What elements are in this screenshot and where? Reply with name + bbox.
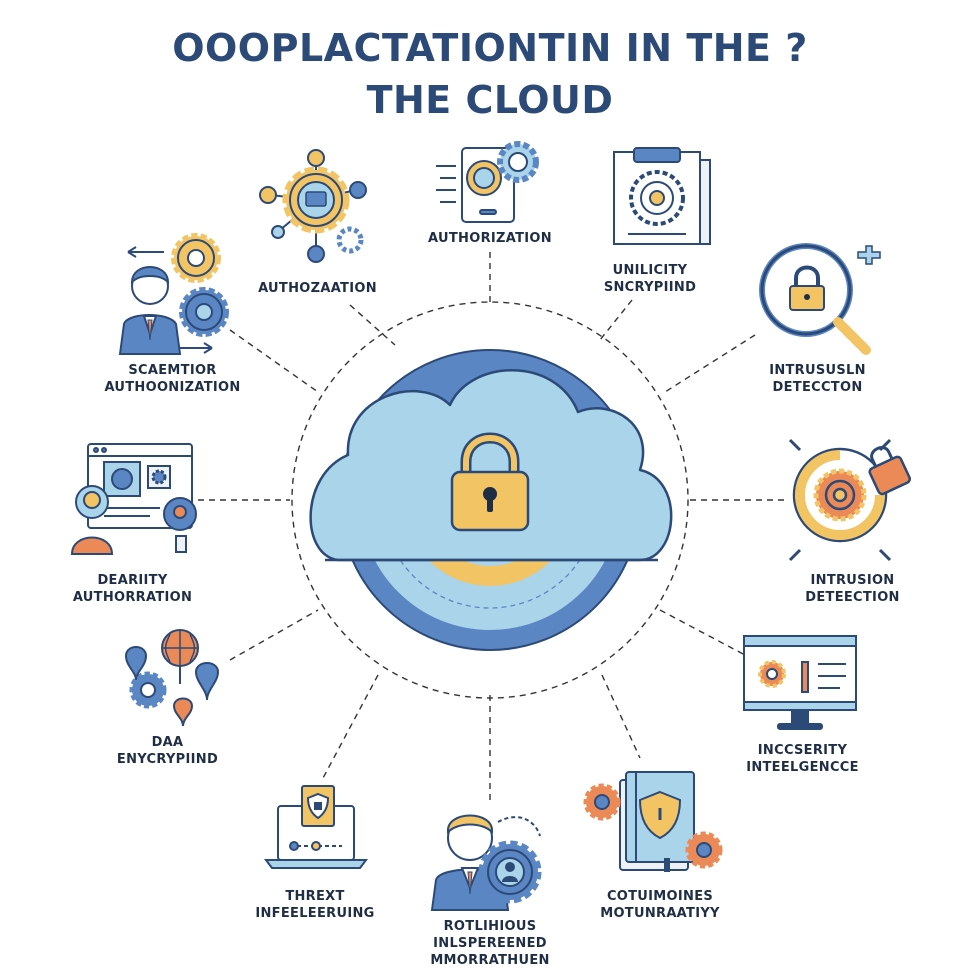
label-network-pins: DAA ENYCRYPIIND	[116, 735, 219, 767]
padlock-icon	[450, 432, 530, 532]
label-person-cog: ROTLIHIOUS INLSPEREENED MMORRATHUEN	[430, 919, 550, 968]
connector-monitor-dashboard	[659, 609, 746, 656]
connector-magnifier-lock	[664, 334, 756, 393]
page-title: OOOPLACTATIONTIN IN THE ? THE CLOUD	[0, 22, 980, 126]
connector-book-shield	[601, 674, 641, 759]
central-cloud-hub	[291, 301, 689, 699]
tablet-gear-icon	[436, 141, 539, 223]
title-line-2: THE CLOUD	[366, 78, 614, 122]
label-book-shield: COTUIMOINES MOTUNRAATIYY	[600, 889, 720, 921]
gear-network-icon	[259, 149, 367, 263]
book-shield-icon	[583, 771, 723, 872]
connector-gear-network	[349, 304, 396, 346]
gauge-padlock-icon	[788, 438, 912, 562]
label-monitor-dashboard: INCCSERITY INTEELGENCCE	[746, 743, 859, 775]
connector-laptop-shield	[321, 674, 379, 781]
label-document-gear: UNILICITY SNCRYPIIND	[603, 263, 697, 295]
label-gauge-padlock: INTRUSION DETEECTION	[805, 573, 900, 605]
connector-network-pins	[229, 609, 319, 661]
monitor-dashboard-icon	[743, 635, 857, 730]
label-browser-people: DEARIITY AUTHORRATION	[72, 573, 193, 605]
label-laptop-shield: THREXT INFEELEERUING	[255, 889, 375, 921]
hub-dashed-ring	[291, 301, 689, 699]
cloud-icon	[309, 369, 673, 562]
connector-lines	[198, 252, 785, 800]
label-magnifier-lock: INTRUSUSLN DETECCTON	[769, 363, 866, 395]
browser-people-icon	[70, 443, 197, 555]
label-person-gears: SCAEMTIOR AUTHOONIZATION	[104, 363, 241, 395]
person-cog-icon	[430, 814, 542, 911]
magnifier-lock-icon	[759, 243, 881, 355]
person-gears-icon	[118, 233, 229, 355]
network-pins-icon	[124, 629, 220, 727]
connector-document-gear	[599, 299, 633, 341]
label-gear-network: AUTHOZAATION	[258, 281, 377, 296]
laptop-shield-icon	[264, 785, 368, 869]
label-tablet-gears: AUTHORIZATION	[428, 231, 552, 246]
document-gear-icon	[613, 147, 711, 245]
title-line-1: OOOPLACTATIONTIN IN THE ?	[172, 26, 808, 70]
connector-person-gears	[229, 329, 319, 393]
